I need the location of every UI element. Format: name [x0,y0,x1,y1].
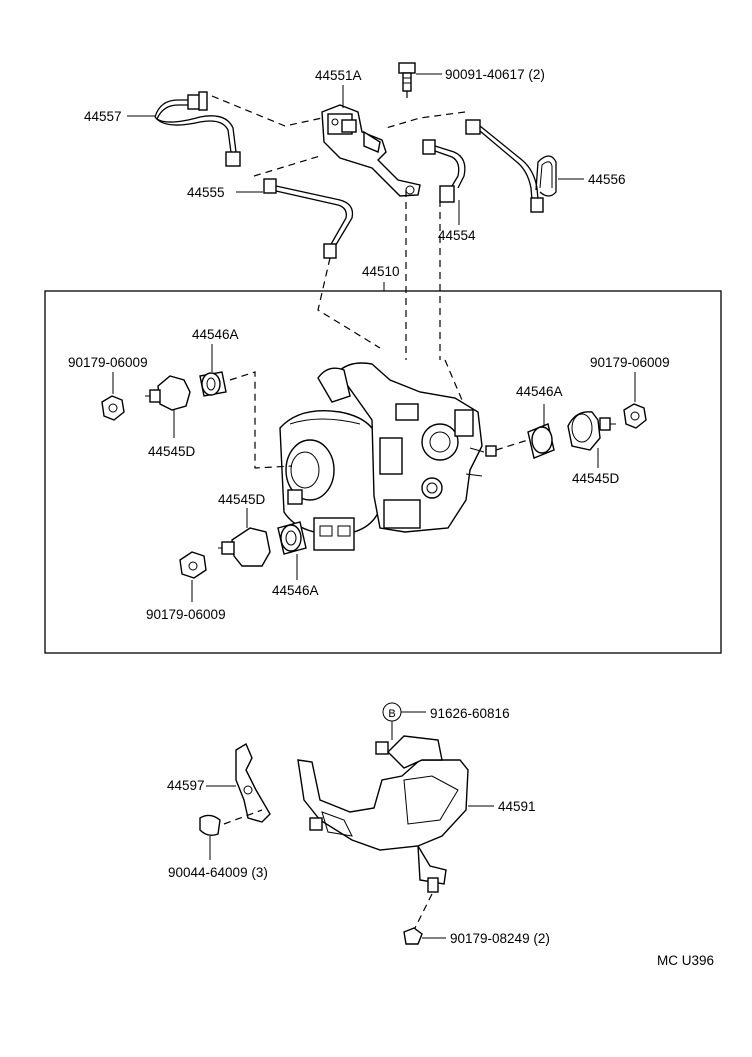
label-90179-06009-right: 90179-06009 [590,355,670,370]
label-44557: 44557 [84,109,122,124]
label-44597: 44597 [167,778,205,793]
label-90091-40617: 90091-40617 (2) [445,67,545,82]
plate-44597 [206,742,271,825]
marker-B [382,702,426,740]
nut-90179-lower-left [179,551,207,602]
label-44591: 44591 [498,799,536,814]
pipe-44555 [236,178,354,259]
clip-90044 [199,814,221,860]
label-44554: 44554 [438,228,476,243]
label-90179-06009-lower: 90179-06009 [146,607,226,622]
nut-90179-right [623,372,647,429]
label-90179-08249: 90179-08249 (2) [450,931,550,946]
nut-90179-upper-left [101,372,125,421]
bushing-44546A-lower [277,521,307,580]
dashed-leaders-upper [211,95,466,401]
label-44551A: 44551A [315,68,362,83]
label-44546A-top-left: 44546A [192,327,239,342]
circle-b-label: B [388,708,395,720]
bushing-44546A-right [527,404,555,459]
bracket-44591 [297,735,494,893]
label-44510: 44510 [362,264,400,279]
assembly-box-44510 [44,290,722,654]
diagram-code: MC U396 [657,953,714,968]
mount-44545D-right [567,411,616,468]
mount-44545D-left [145,375,191,438]
bracket-44551A [321,85,421,197]
nut-90179-08249 [403,893,446,945]
bolt-90091 [398,62,442,100]
pipe-44557 [127,91,241,167]
label-90044-64009: 90044-64009 (3) [168,865,268,880]
actuator-44510 [279,362,497,551]
bushing-44546A-left [199,344,227,397]
label-91626-60816: 91626-60816 [430,706,510,721]
label-44545D-right: 44545D [572,471,620,486]
label-44546A-bottom: 44546A [272,583,319,598]
label-44545D-lower-left: 44545D [218,492,266,507]
label-44546A-right: 44546A [516,384,563,399]
pipe-44554 [422,139,466,225]
label-44555: 44555 [187,185,225,200]
label-44556: 44556 [588,172,626,187]
label-90179-06009-left: 90179-06009 [68,355,148,370]
label-44545D-left: 44545D [148,444,196,459]
dashed-leaders-box [229,371,529,469]
mount-44545D-lower [218,508,271,567]
pipe-44556 [465,119,584,213]
